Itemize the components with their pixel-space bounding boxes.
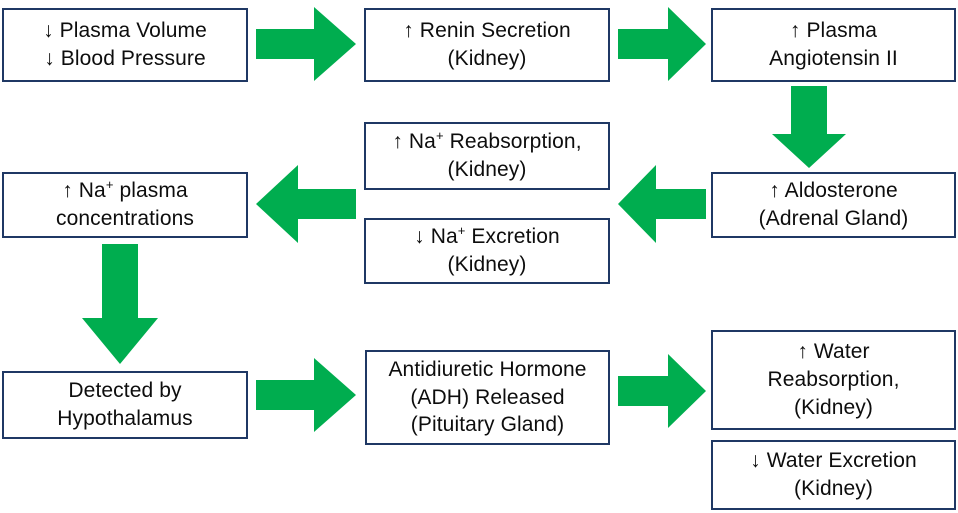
node-adh-released[interactable]: Antidiuretic Hormone (ADH) Released (Pit… xyxy=(365,350,610,445)
arrow-renin-to-angiotensin xyxy=(618,5,706,83)
node-line: ↑ Aldosterone xyxy=(769,179,898,203)
node-line: (Kidney) xyxy=(794,477,873,500)
node-line: ↑ Renin Secretion xyxy=(403,19,571,43)
node-line: ↑ Water xyxy=(797,340,870,364)
node-line: (Adrenal Gland) xyxy=(758,207,909,230)
node-line: (Kidney) xyxy=(794,395,873,419)
node-line: (Kidney) xyxy=(447,47,527,70)
node-plasma-angiotensin-ii[interactable]: ↑ Plasma Angiotensin II xyxy=(711,8,956,82)
node-line: Antidiuretic Hormone xyxy=(388,357,587,381)
node-line: (Kidney) xyxy=(447,158,527,181)
node-na-reabsorption[interactable]: ↑ Na+ Reabsorption, (Kidney) xyxy=(364,122,610,190)
arrow-hypothalamus-to-adh xyxy=(256,356,356,434)
arrow-left-icon xyxy=(256,165,356,243)
arrow-left-icon xyxy=(618,165,706,243)
node-line: ↑ Na+ plasma xyxy=(62,177,188,203)
node-line: concentrations xyxy=(56,207,194,230)
node-aldosterone[interactable]: ↑ Aldosterone (Adrenal Gland) xyxy=(711,172,956,238)
arrow-na-transport-to-na-plasma xyxy=(256,162,356,246)
arrow-down-icon xyxy=(82,244,158,364)
node-line: ↑ Na+ Reabsorption, xyxy=(392,128,582,154)
node-line: Hypothalamus xyxy=(57,407,193,430)
node-water-reabsorption[interactable]: ↑ Water Reabsorption, (Kidney) xyxy=(711,330,956,430)
node-renin-secretion[interactable]: ↑ Renin Secretion (Kidney) xyxy=(364,8,610,82)
superscript-plus: + xyxy=(457,223,466,239)
node-plasma-volume[interactable]: ↓ Plasma Volume ↓ Blood Pressure xyxy=(2,8,248,82)
arrow-right-icon xyxy=(618,354,706,428)
arrow-angiotensin-to-aldosterone xyxy=(770,86,848,168)
arrow-right-icon xyxy=(256,358,356,432)
arrow-down-icon xyxy=(772,86,846,168)
arrow-aldosterone-to-na-transport xyxy=(618,162,706,246)
node-line: ↓ Water Excretion xyxy=(750,449,917,473)
node-na-excretion[interactable]: ↓ Na+ Excretion (Kidney) xyxy=(364,218,610,284)
node-na-plasma-concentrations[interactable]: ↑ Na+ plasma concentrations xyxy=(2,172,248,238)
node-line: Detected by xyxy=(68,379,182,403)
node-line: ↓ Blood Pressure xyxy=(44,47,206,70)
node-line: (Pituitary Gland) xyxy=(410,413,565,437)
superscript-plus: + xyxy=(105,177,114,193)
arrow-na-plasma-to-hypothalamus xyxy=(80,244,160,364)
arrow-adh-to-water-transport xyxy=(618,352,706,430)
node-line: ↓ Na+ Excretion xyxy=(414,223,560,249)
node-line: (Kidney) xyxy=(447,253,527,276)
node-water-excretion[interactable]: ↓ Water Excretion (Kidney) xyxy=(711,440,956,510)
node-line: Angiotensin II xyxy=(769,47,898,70)
superscript-plus: + xyxy=(435,128,444,144)
node-line: Reabsorption, xyxy=(767,368,900,392)
node-line: ↑ Plasma xyxy=(789,19,878,43)
arrow-right-icon xyxy=(256,7,356,81)
node-line: (ADH) Released xyxy=(410,385,565,409)
arrow-right-icon xyxy=(618,7,706,81)
node-line: ↓ Plasma Volume xyxy=(43,19,207,43)
arrow-plasma-volume-to-renin xyxy=(256,5,356,83)
node-detected-by-hypothalamus[interactable]: Detected by Hypothalamus xyxy=(2,371,248,439)
